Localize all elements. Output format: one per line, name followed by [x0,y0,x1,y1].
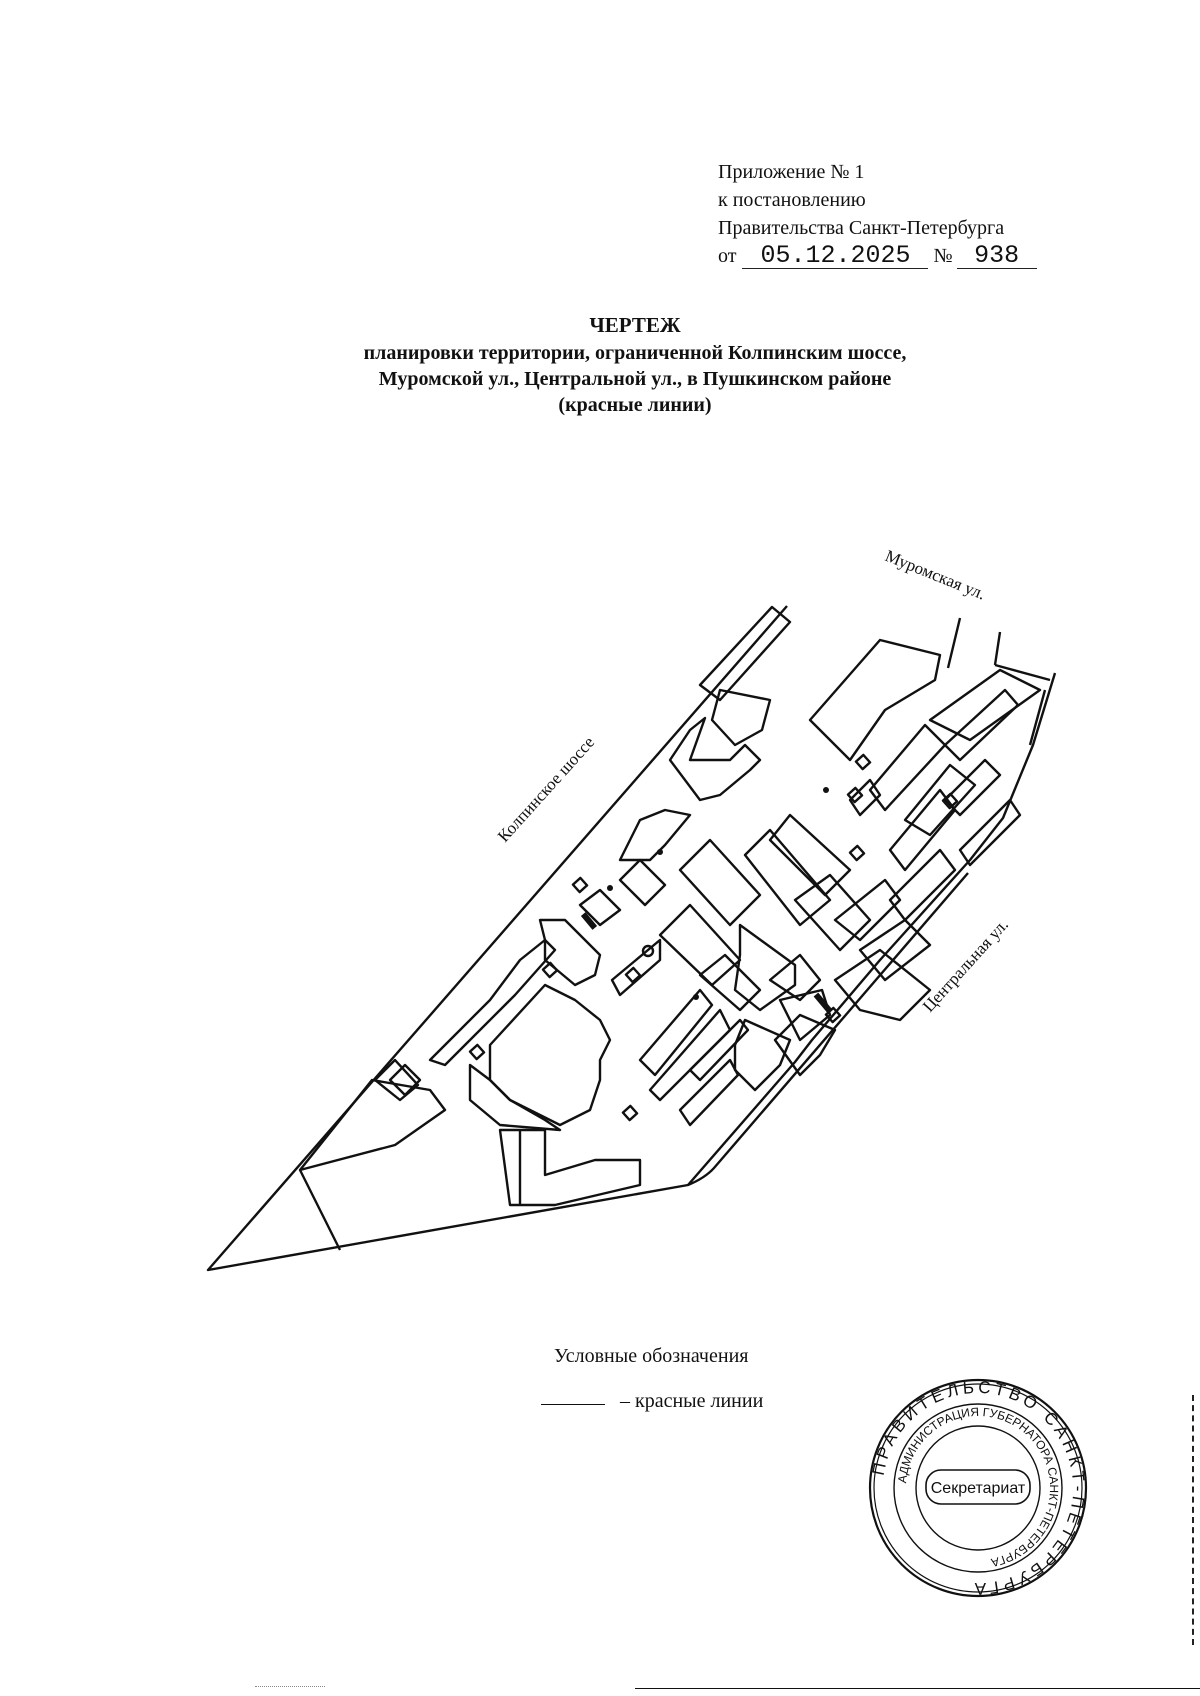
marker-8 [624,966,642,984]
legend-item-label: – красные линии [620,1390,764,1412]
footer-rule [635,1688,1200,1689]
black-dot-4 [693,994,699,1000]
block-mid-10 [778,988,832,1042]
block-ne-9 [958,798,1022,867]
title-line-1: планировки территории, ограниченной Колп… [363,342,907,364]
block-ne-8 [888,848,957,922]
strip-south-3 [298,1169,342,1251]
black-dot-1 [823,787,829,793]
block-west-3 [668,716,762,802]
annex-line-1: Приложение № 1 [718,161,865,183]
title-line-3: (красные линии) [558,394,712,416]
strip-south-1 [498,1128,642,1207]
black-dot-3 [607,885,613,891]
block-west-9 [388,1063,422,1097]
marker-9 [941,792,959,810]
street-label-kolpinskoe: Колпинское шоссе [494,733,598,846]
block-mid-2 [658,903,742,987]
black-dot-2 [657,849,663,855]
marker-7 [621,1104,639,1122]
block-west-7 [538,918,602,987]
official-seal: ПРАВИТЕЛЬСТВО САНКТ-ПЕТЕРБУРГА АДМИНИСТР… [869,1378,1088,1598]
legend-title: Условные обозначения [554,1345,749,1367]
block-corner-sw [373,1058,420,1102]
block-mid-8 [768,953,822,1002]
marker-4 [571,876,589,894]
outer-boundary-line [206,605,969,1272]
block-ne-3 [903,763,977,837]
block-west-5 [618,858,667,907]
block-east-lower [773,1013,837,1077]
red-lines-group [206,605,1057,1272]
street-label-centralnaya: Центральная ул. [919,915,1012,1016]
black-markers [580,787,833,1014]
block-mid-1 [678,838,762,927]
east-boundary-line [687,672,1057,1186]
block-southwest-pad [298,1078,447,1172]
black-strip-2 [813,992,833,1014]
document-number: 938 [956,243,1037,269]
block-east-center [833,948,932,1022]
block-ne-6 [848,778,882,817]
block-mid-9 [733,1018,792,1092]
block-central-large [488,983,612,1127]
annex-line-3: Правительства Санкт-Петербурга [718,217,1005,239]
muromskaya-stub-2 [993,631,1002,666]
strip-c2 [638,988,714,1077]
muromskaya-stub-1 [946,617,962,669]
annex-line-2: к постановлению [718,189,866,211]
number-prefix: № [933,245,953,267]
marker-circle [641,944,655,958]
block-ne-12 [858,918,932,982]
marker-2 [846,786,864,804]
block-west-2 [710,688,772,747]
block-mid-3 [698,953,762,1012]
street-label-muromskaya: Муромская ул. [883,546,989,603]
date-prefix: от [718,245,737,267]
marker-6 [468,1043,486,1061]
block-central-lower [468,1063,562,1132]
marker-3 [848,844,866,862]
strip-c3 [648,1008,732,1102]
block-mid-4 [743,828,832,927]
block-mid-7 [733,923,797,1012]
block-ne-11 [833,878,902,942]
footer-scan-mark [255,1686,325,1691]
legend-red-line-sample [541,1404,605,1405]
block-west-6 [578,888,622,927]
strip-c4 [678,1058,740,1127]
centralnaya-stub [1028,689,1047,746]
block-ne-10 [888,788,957,872]
block-west-4 [618,808,692,862]
block-west-1 [698,605,792,702]
marker-5 [541,961,559,979]
block-ne-5 [928,668,1042,742]
muromskaya-stub-3 [994,663,1051,682]
seal-center-text: Секретариат [931,1480,1026,1497]
block-ne-1 [808,638,942,762]
annex-block: Приложение № 1 к постановлению Правитель… [718,158,1037,270]
block-mid-6 [793,873,872,952]
document-title: ЧЕРТЕЖ [589,313,681,337]
block-west-8 [428,938,557,1067]
scan-edge-marks [1192,1395,1200,1645]
marker-1 [854,753,872,771]
document-date: 05.12.2025 [742,243,929,269]
block-mid-5 [768,813,852,897]
strip-c5 [688,1018,750,1082]
title-line-2: Муромской ул., Центральной ул., в Пушкин… [378,368,892,390]
black-strip-1 [580,912,598,930]
